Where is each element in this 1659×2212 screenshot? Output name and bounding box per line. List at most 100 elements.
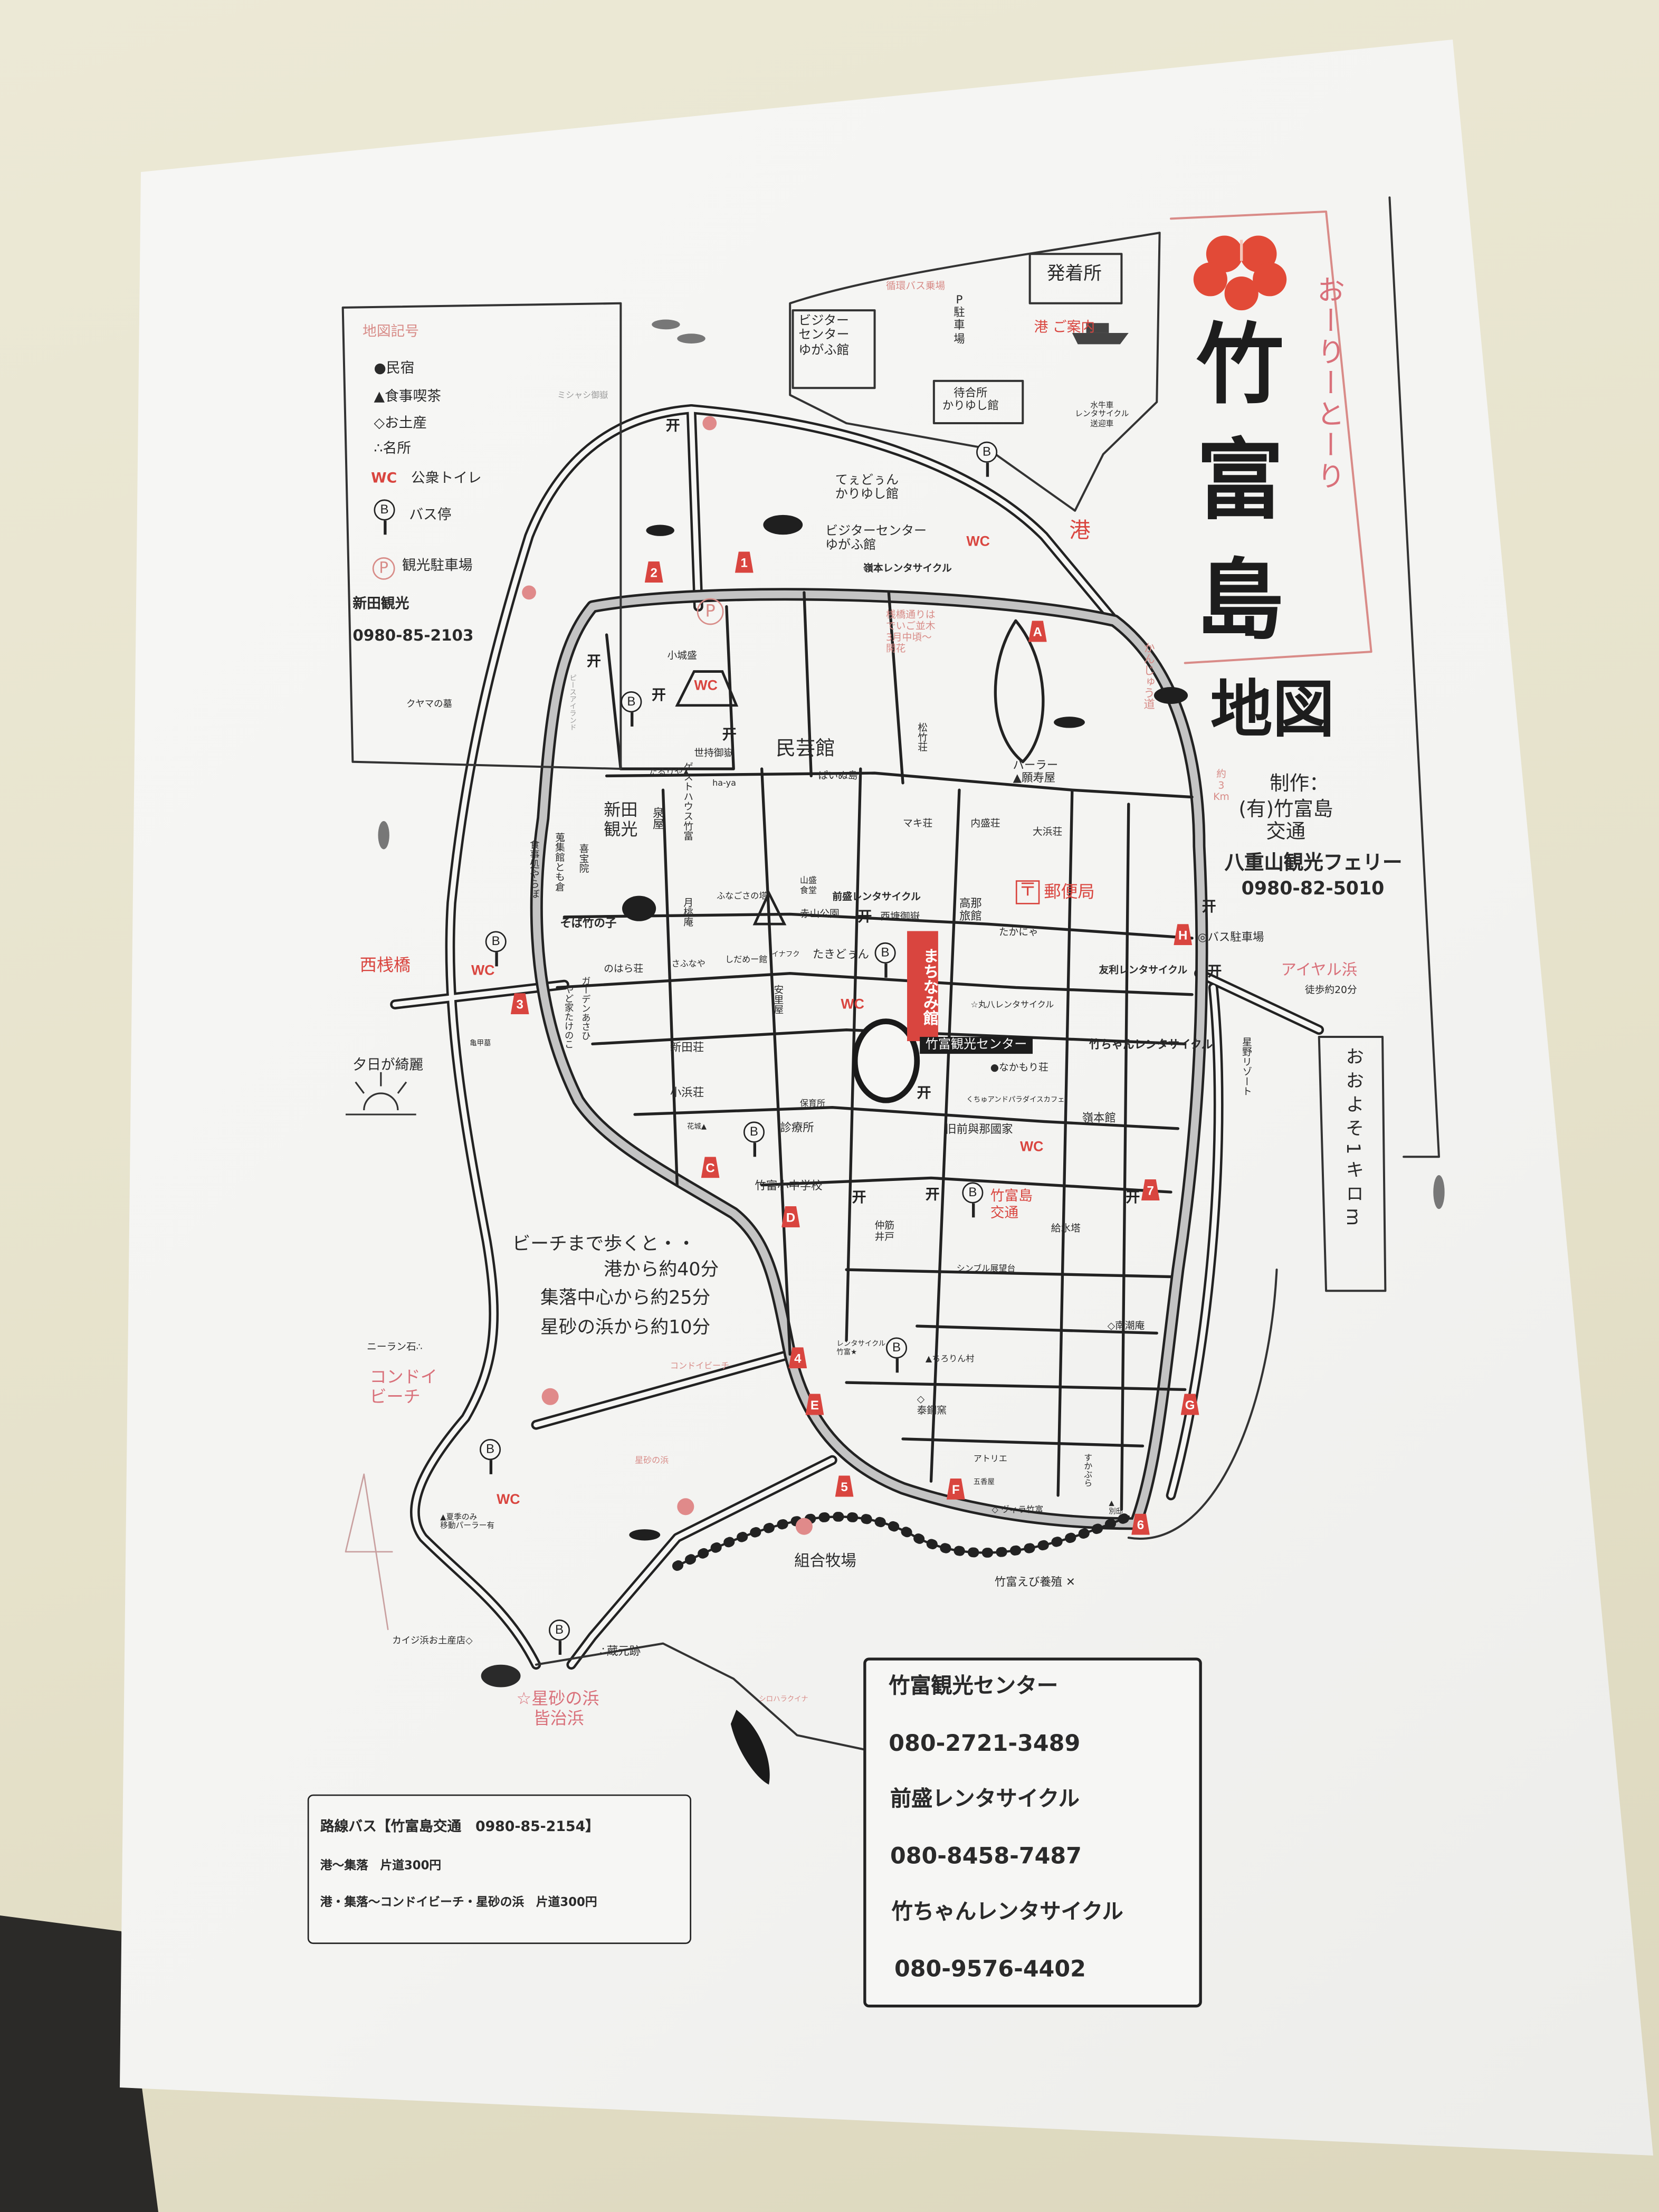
place-kondoi-beach: コンドイ ビーチ	[369, 1367, 437, 1406]
place-yado-takenoko: やど家たけのこ	[562, 985, 574, 1049]
place-nohara: のはら荘	[604, 964, 644, 975]
shrine-torii-icon: 开	[852, 1190, 866, 1206]
place-gettoan: 月桃庵	[683, 897, 694, 927]
legend-label: 名所	[383, 441, 411, 457]
place-maki: マキ荘	[903, 818, 933, 830]
place-painu: ぱいぬ島	[818, 770, 858, 782]
bus-stop-icon: B	[976, 441, 999, 479]
contact-phone: 080-2721-3489	[889, 1729, 1081, 1757]
harbor-waiting-room: 待合所 かりゆし館	[942, 386, 999, 413]
place-tenbodai: シンブル展望台	[956, 1264, 1016, 1274]
contact-phone: 080-9576-4402	[894, 1955, 1086, 1982]
loop-bus-stop: 循環バス乗場	[885, 281, 946, 292]
legend-phone: 0980-85-2103	[352, 626, 474, 645]
producer-name: (有)竹富島 交通	[1238, 798, 1333, 844]
wc-icon: WC	[497, 1492, 520, 1508]
place-takechan-cycle: 竹ちゃんレンタサイクル	[1089, 1038, 1213, 1051]
place-ranch: 組合牧場	[794, 1551, 856, 1570]
restaurant-triangle-icon: ▲	[374, 389, 385, 405]
bus-stop-icon: B	[621, 691, 643, 728]
harbor-visitor-center: ビジター センター ゆがふ館	[798, 314, 850, 358]
wc-icon: WC	[841, 997, 864, 1013]
place-kuina: シロハラクイナ	[759, 1695, 808, 1704]
place-kotsu: 竹富島 交通	[990, 1189, 1033, 1221]
bus-stop-icon: B	[874, 942, 898, 979]
rail-bird-icon	[730, 1710, 770, 1785]
toilet-wc-icon: WC	[371, 471, 397, 487]
place-bus-parking: ◎バス駐車場	[1197, 931, 1264, 944]
place-yonaguni: 旧前與那國家	[945, 1123, 1013, 1136]
bus-route-1: 港〜集落 片道300円	[320, 1859, 442, 1874]
title-subtitle: 地図	[1210, 674, 1335, 747]
title-char-tomi: 富	[1196, 428, 1284, 532]
contact-phone: 080-8458-7487	[890, 1842, 1082, 1870]
place-kuchu: くちゅアンドパラダイスカフェ	[966, 1096, 1065, 1105]
harbor-parking: P 駐 車 場	[954, 293, 965, 345]
place-kusukumui: 小城盛	[667, 650, 697, 662]
legend-item-souvenir: ◇お土産	[374, 416, 427, 433]
place-takidun: たきどぅん	[812, 948, 869, 961]
bus-stop-icon: B	[548, 1619, 571, 1656]
place-shochiku: 松竹荘	[917, 722, 929, 752]
place-machinami: まちなみ館	[907, 931, 940, 1042]
place-kaiji-shop: カイジ浜お土産店◇	[392, 1635, 473, 1646]
place-guesthouse: ゲストハウス竹富	[683, 761, 694, 841]
place-rental-taketomi: レンタサイクル 竹富★	[836, 1340, 886, 1357]
walk-line: 星砂の浜から約10分	[540, 1318, 711, 1339]
bus-stop-icon: B	[743, 1121, 766, 1158]
sun-icon	[346, 1072, 416, 1115]
title-frame	[1169, 211, 1372, 664]
place-aiyaru-beach: アイヤル浜	[1281, 960, 1358, 979]
walk-line: 集落中心から約25分	[540, 1288, 711, 1310]
place-mishashi: ミシャシ御嶽	[557, 390, 608, 401]
wc-icon: WC	[694, 678, 718, 694]
legend-item-sight: ∴名所	[374, 442, 411, 458]
place-approx-1km: おおよそ1キロm	[1341, 1046, 1363, 1232]
place-inafuku: イナフク	[771, 950, 800, 959]
bus-route-2: 港・集落〜コンドイビーチ・星砂の浜 片道300円	[320, 1896, 597, 1910]
place-izumiya: 泉屋	[652, 807, 665, 830]
ferry-company: 八重山観光フェリー	[1224, 852, 1403, 875]
wc-icon: WC	[471, 964, 495, 979]
route-marker-d: D	[781, 1206, 800, 1227]
place-water-tower: 給水塔	[1051, 1223, 1081, 1235]
harbor-guide: 港 ご案内	[1034, 320, 1095, 336]
route-marker-f: F	[946, 1478, 965, 1500]
route-marker-4: 4	[788, 1347, 807, 1369]
place-soba: そば竹の子	[560, 917, 617, 930]
place-kondoi-small: コンドイビーチ	[670, 1361, 730, 1371]
place-hoshino-resort: 星野リゾート	[1241, 1037, 1253, 1097]
place-tomori-cycle: 友利レンタサイクル	[1099, 965, 1188, 977]
place-shinden-so: 新田荘	[670, 1041, 704, 1054]
place-uchimori: 内盛荘	[970, 818, 1000, 830]
castle-wall-icon	[675, 670, 787, 926]
place-kohama: 小浜荘	[670, 1086, 704, 1099]
legend-title: 地図記号	[363, 324, 419, 340]
ferry-phone: 0980-82-5010	[1241, 879, 1385, 900]
place-summer-parlor: ▲夏季のみ 移動パーラー有	[440, 1513, 495, 1531]
title-char-take: 竹	[1196, 313, 1284, 416]
post-office-icon: 〒	[1015, 880, 1040, 904]
place-school: 竹富小中学校	[755, 1179, 823, 1193]
legend-label: 観光駐車場	[402, 558, 473, 575]
souvenir-diamond-icon: ◇	[374, 416, 385, 432]
place-takana: 高那 旅館	[959, 897, 982, 923]
contact-name: 前盛レンタサイクル	[890, 1786, 1080, 1811]
walk-title: ビーチまで歩くと・・	[512, 1234, 696, 1256]
place-minemoto-cycle: 嶺本レンタサイクル	[863, 562, 952, 575]
walk-line: 港から約40分	[604, 1260, 719, 1281]
place-peace-island: ピースアイランド	[568, 674, 577, 731]
bus-stop-icon: B	[485, 931, 508, 968]
route-marker-a: A	[1028, 621, 1047, 642]
shrine-torii-icon: 开	[652, 688, 666, 704]
shrine-torii-icon: 开	[1207, 965, 1222, 981]
legend-label: 民宿	[386, 361, 415, 377]
place-shidame: しだめー館	[725, 955, 768, 965]
west-coast-line	[345, 1473, 393, 1631]
place-shinden-kanko: 新田 観光	[604, 799, 638, 840]
place-kihoin: 喜宝院	[578, 843, 590, 873]
wc-icon: WC	[966, 535, 990, 550]
place-teedun: てぇどぅん かりゆし館	[835, 474, 899, 503]
